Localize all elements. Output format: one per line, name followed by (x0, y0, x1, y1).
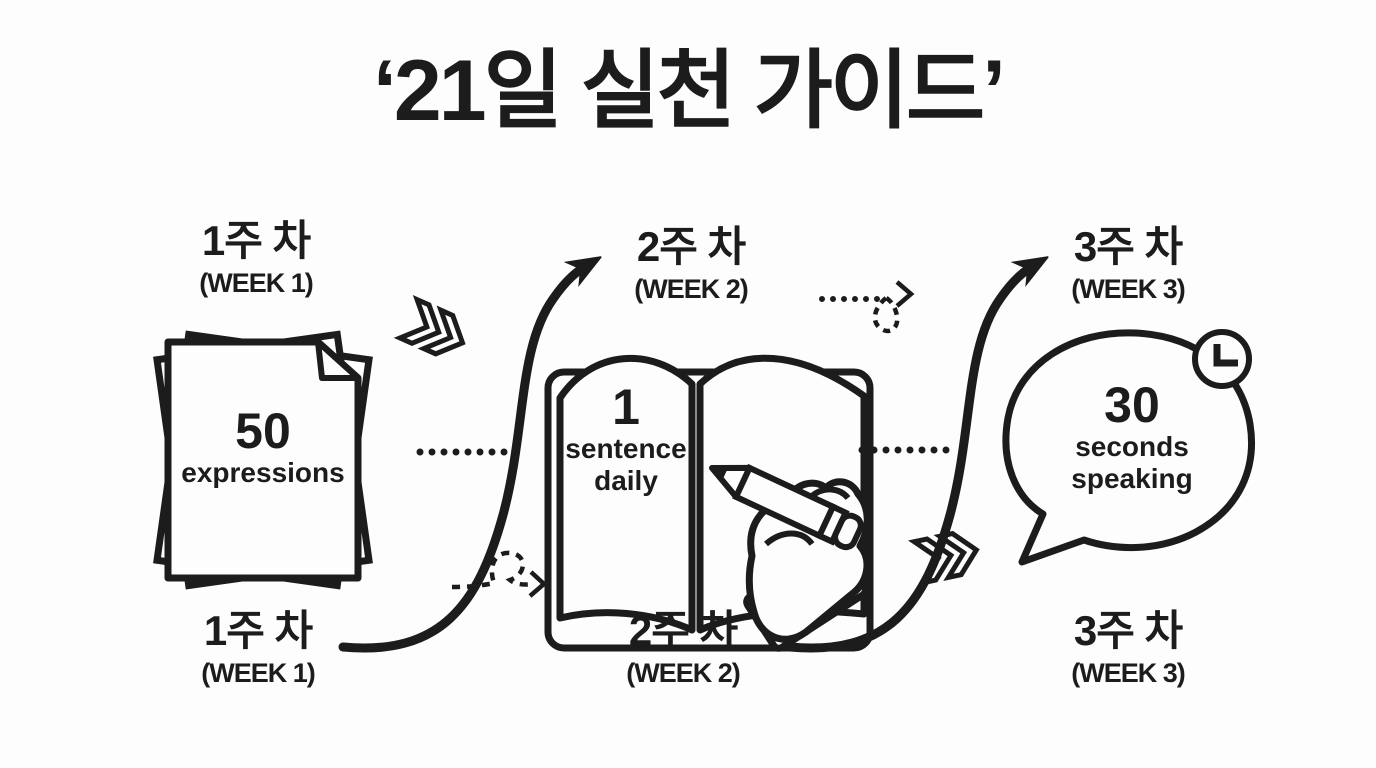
week2-korean-label: 2주 차 (636, 223, 746, 270)
page-title: ‘21일 실천 가이드’ (373, 43, 1006, 139)
week3-stat-value: 30 (1104, 377, 1160, 433)
speech-bubble-icon (1002, 329, 1255, 566)
week3-stat-line: speaking (1071, 463, 1193, 495)
week2-stat-value: 1 (612, 379, 640, 435)
week1-stat: 50 expressions (181, 406, 344, 489)
week1-label-top: 1주 차 (WEEK 1) (199, 220, 313, 297)
thumb-line (764, 530, 815, 547)
writing-hand-icon (709, 463, 871, 652)
week1-english-label: (WEEK 1) (201, 658, 315, 688)
week2-english-label: (WEEK 2) (634, 274, 748, 304)
dotted-loop-arrow-icon (819, 280, 915, 334)
clock-icon (1192, 329, 1252, 389)
week2-korean-label: 2주 차 (628, 607, 738, 654)
book-left-page (556, 354, 696, 634)
week1-label-bottom: 1주 차 (WEEK 1) (201, 610, 315, 687)
week3-stat-line: seconds (1075, 431, 1189, 462)
pencil-eraser (832, 512, 864, 551)
double-chevron-right-icon (393, 294, 466, 357)
pencil-lead (710, 467, 729, 481)
week1-korean-label: 1주 차 (203, 607, 313, 654)
week2-stat-line: daily (594, 465, 658, 497)
week2-english-label: (WEEK 2) (626, 658, 740, 688)
week2-stat-line: sentence (565, 433, 687, 464)
paper-corner-fold (315, 339, 361, 381)
pencil-icon (709, 463, 864, 551)
week1-stat-value: 50 (235, 403, 291, 459)
finger-line (810, 486, 851, 501)
dotted-loop-arrow-icon (451, 550, 548, 598)
s-curve-arrow-icon (785, 264, 1036, 653)
week3-stat: 30 seconds speaking (1071, 380, 1192, 495)
week1-stat-line: expressions (181, 457, 345, 488)
clock-hands (1213, 344, 1238, 367)
week1-korean-label: 1주 차 (201, 217, 311, 264)
week3-english-label: (WEEK 3) (1071, 274, 1185, 304)
week2-stat: 1 sentence daily (565, 382, 686, 497)
s-curve-arrow-icon (338, 264, 589, 653)
week2-label-bottom: 2주 차 (WEEK 2) (626, 610, 740, 687)
paper-stack-icon (153, 330, 373, 590)
week3-korean-label: 3주 차 (1073, 607, 1183, 654)
week3-label-bottom: 3주 차 (WEEK 3) (1071, 610, 1185, 687)
paper-front-sheet (164, 338, 362, 582)
week2-label-top: 2주 차 (WEEK 2) (634, 226, 748, 303)
week3-label-top: 3주 차 (WEEK 3) (1071, 226, 1185, 303)
week1-english-label: (WEEK 1) (199, 268, 313, 298)
week3-english-label: (WEEK 3) (1071, 658, 1185, 688)
week3-korean-label: 3주 차 (1073, 223, 1183, 270)
